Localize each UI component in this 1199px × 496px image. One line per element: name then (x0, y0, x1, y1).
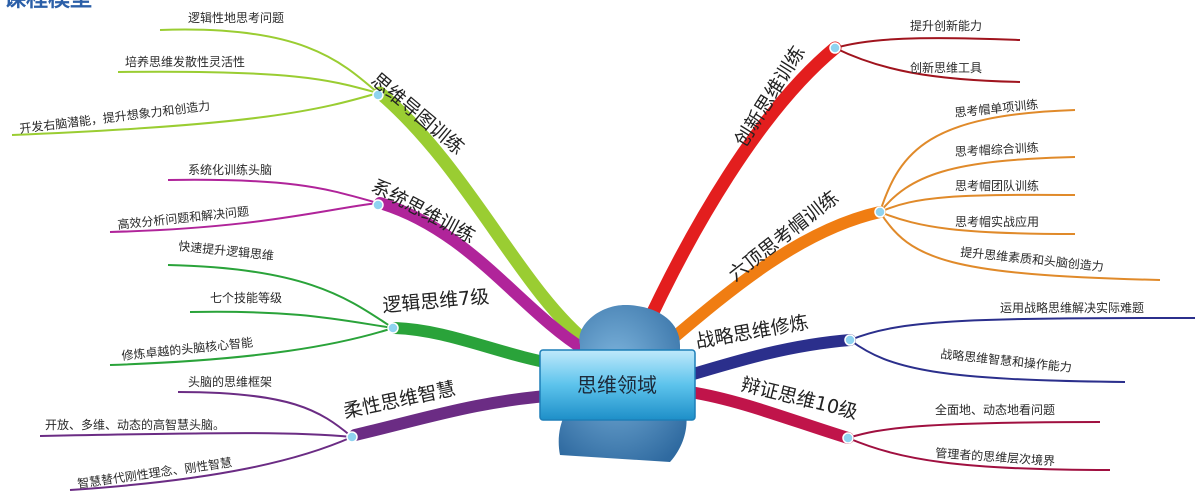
leaf-line-flexible-3 (69, 436, 353, 491)
center-node: 思维领域 (539, 305, 696, 462)
branch-line-flexible (349, 389, 566, 441)
node-dot-logic (387, 322, 399, 334)
leaf-line-six-hats-3 (879, 193, 1076, 213)
center-box (539, 349, 696, 421)
leaf-innovation-2: 创新思维工具 (910, 60, 982, 75)
leaf-innovation-1: 提升创新能力 (910, 18, 982, 33)
leaf-line-innovation-2 (834, 47, 1021, 83)
leaf-logic-2: 七个技能等级 (210, 291, 282, 305)
leaf-line-flexible-1 (177, 391, 353, 438)
branch-line-strategic (684, 334, 856, 381)
leaf-line-dialectic-2 (847, 437, 1111, 471)
leaf-six-hats-5: 提升思维素质和头脑创造力 (960, 244, 1105, 274)
branch-line-innovation (633, 41, 842, 347)
leaf-six-hats-1: 思考帽单项训练 (954, 96, 1039, 120)
node-dot-systems (372, 199, 384, 211)
header-title: 课程模型 (4, 0, 92, 12)
leaf-flexible-3: 智慧替代刚性理念、刚性智慧 (76, 454, 233, 491)
leaf-dialectic-1: 全面地、动态地看问题 (935, 402, 1055, 417)
node-dot-innovation (829, 42, 841, 54)
leaf-line-logic-3 (109, 327, 394, 366)
node-dot-flexible (346, 431, 358, 443)
branch-label-innovation: 创新思维训练 (731, 42, 810, 150)
leaf-strategic-1: 运用战略思维解决实际难题 (1000, 300, 1144, 315)
leaf-line-strategic-2 (849, 339, 1126, 383)
leaf-logic-3: 修炼卓越的头脑核心智能 (121, 334, 254, 363)
leaf-line-mind-map-2 (117, 70, 379, 94)
center-label: 思维领域 (577, 373, 657, 397)
leaf-six-hats-2: 思考帽综合训练 (954, 140, 1039, 159)
leaf-line-innovation-1 (834, 37, 1021, 49)
branch-line-six-hats (659, 206, 886, 351)
leaf-line-strategic-1 (849, 317, 1196, 341)
leaf-six-hats-3: 思考帽团队训练 (955, 178, 1039, 193)
leaf-line-mind-map-3 (11, 92, 379, 136)
node-dot-dialectic (842, 432, 854, 444)
leaf-line-flexible-2 (39, 432, 353, 438)
leaf-six-hats-4: 思考帽实战应用 (955, 214, 1039, 229)
leaf-line-systems-2 (109, 202, 379, 233)
node-dot-strategic (844, 334, 856, 346)
node-dot-six-hats (874, 206, 886, 218)
leaf-strategic-2: 战略思维智慧和操作能力 (940, 346, 1073, 375)
leaf-mind-map-1: 逻辑性地思考问题 (188, 11, 284, 25)
leaf-line-six-hats-2 (879, 156, 1076, 213)
branch-label-mind-map: 思维导图训练 (367, 69, 468, 159)
branch-line-logic (389, 322, 566, 371)
branch-line-dialectic (684, 386, 854, 444)
leaf-line-logic-2 (189, 310, 394, 329)
leaf-line-dialectic-1 (847, 421, 1101, 439)
leaf-dialectic-2: 管理者的思维层次境界 (935, 445, 1056, 468)
leaf-line-logic-1 (167, 264, 394, 329)
leaf-line-systems-1 (167, 178, 379, 204)
leaf-systems-1: 系统化训练头脑 (188, 162, 272, 177)
node-dot-mind-map (372, 89, 384, 101)
leaf-flexible-1: 头脑的思维框架 (188, 374, 272, 389)
branch-line-systems (374, 197, 591, 356)
leaf-line-six-hats-4 (879, 211, 1076, 235)
leaf-logic-1: 快速提升逻辑思维 (178, 238, 275, 263)
branch-line-mind-map (373, 86, 597, 352)
leaf-line-six-hats-1 (879, 109, 1076, 213)
branch-label-logic: 逻辑思维7级 (382, 286, 491, 317)
leaf-mind-map-2: 培养思维发散性灵活性 (125, 54, 245, 69)
leaf-flexible-2: 开放、多维、动态的高智慧头脑。 (45, 417, 225, 432)
leaf-line-mind-map-1 (159, 28, 379, 94)
leaf-line-six-hats-5 (879, 211, 1161, 281)
